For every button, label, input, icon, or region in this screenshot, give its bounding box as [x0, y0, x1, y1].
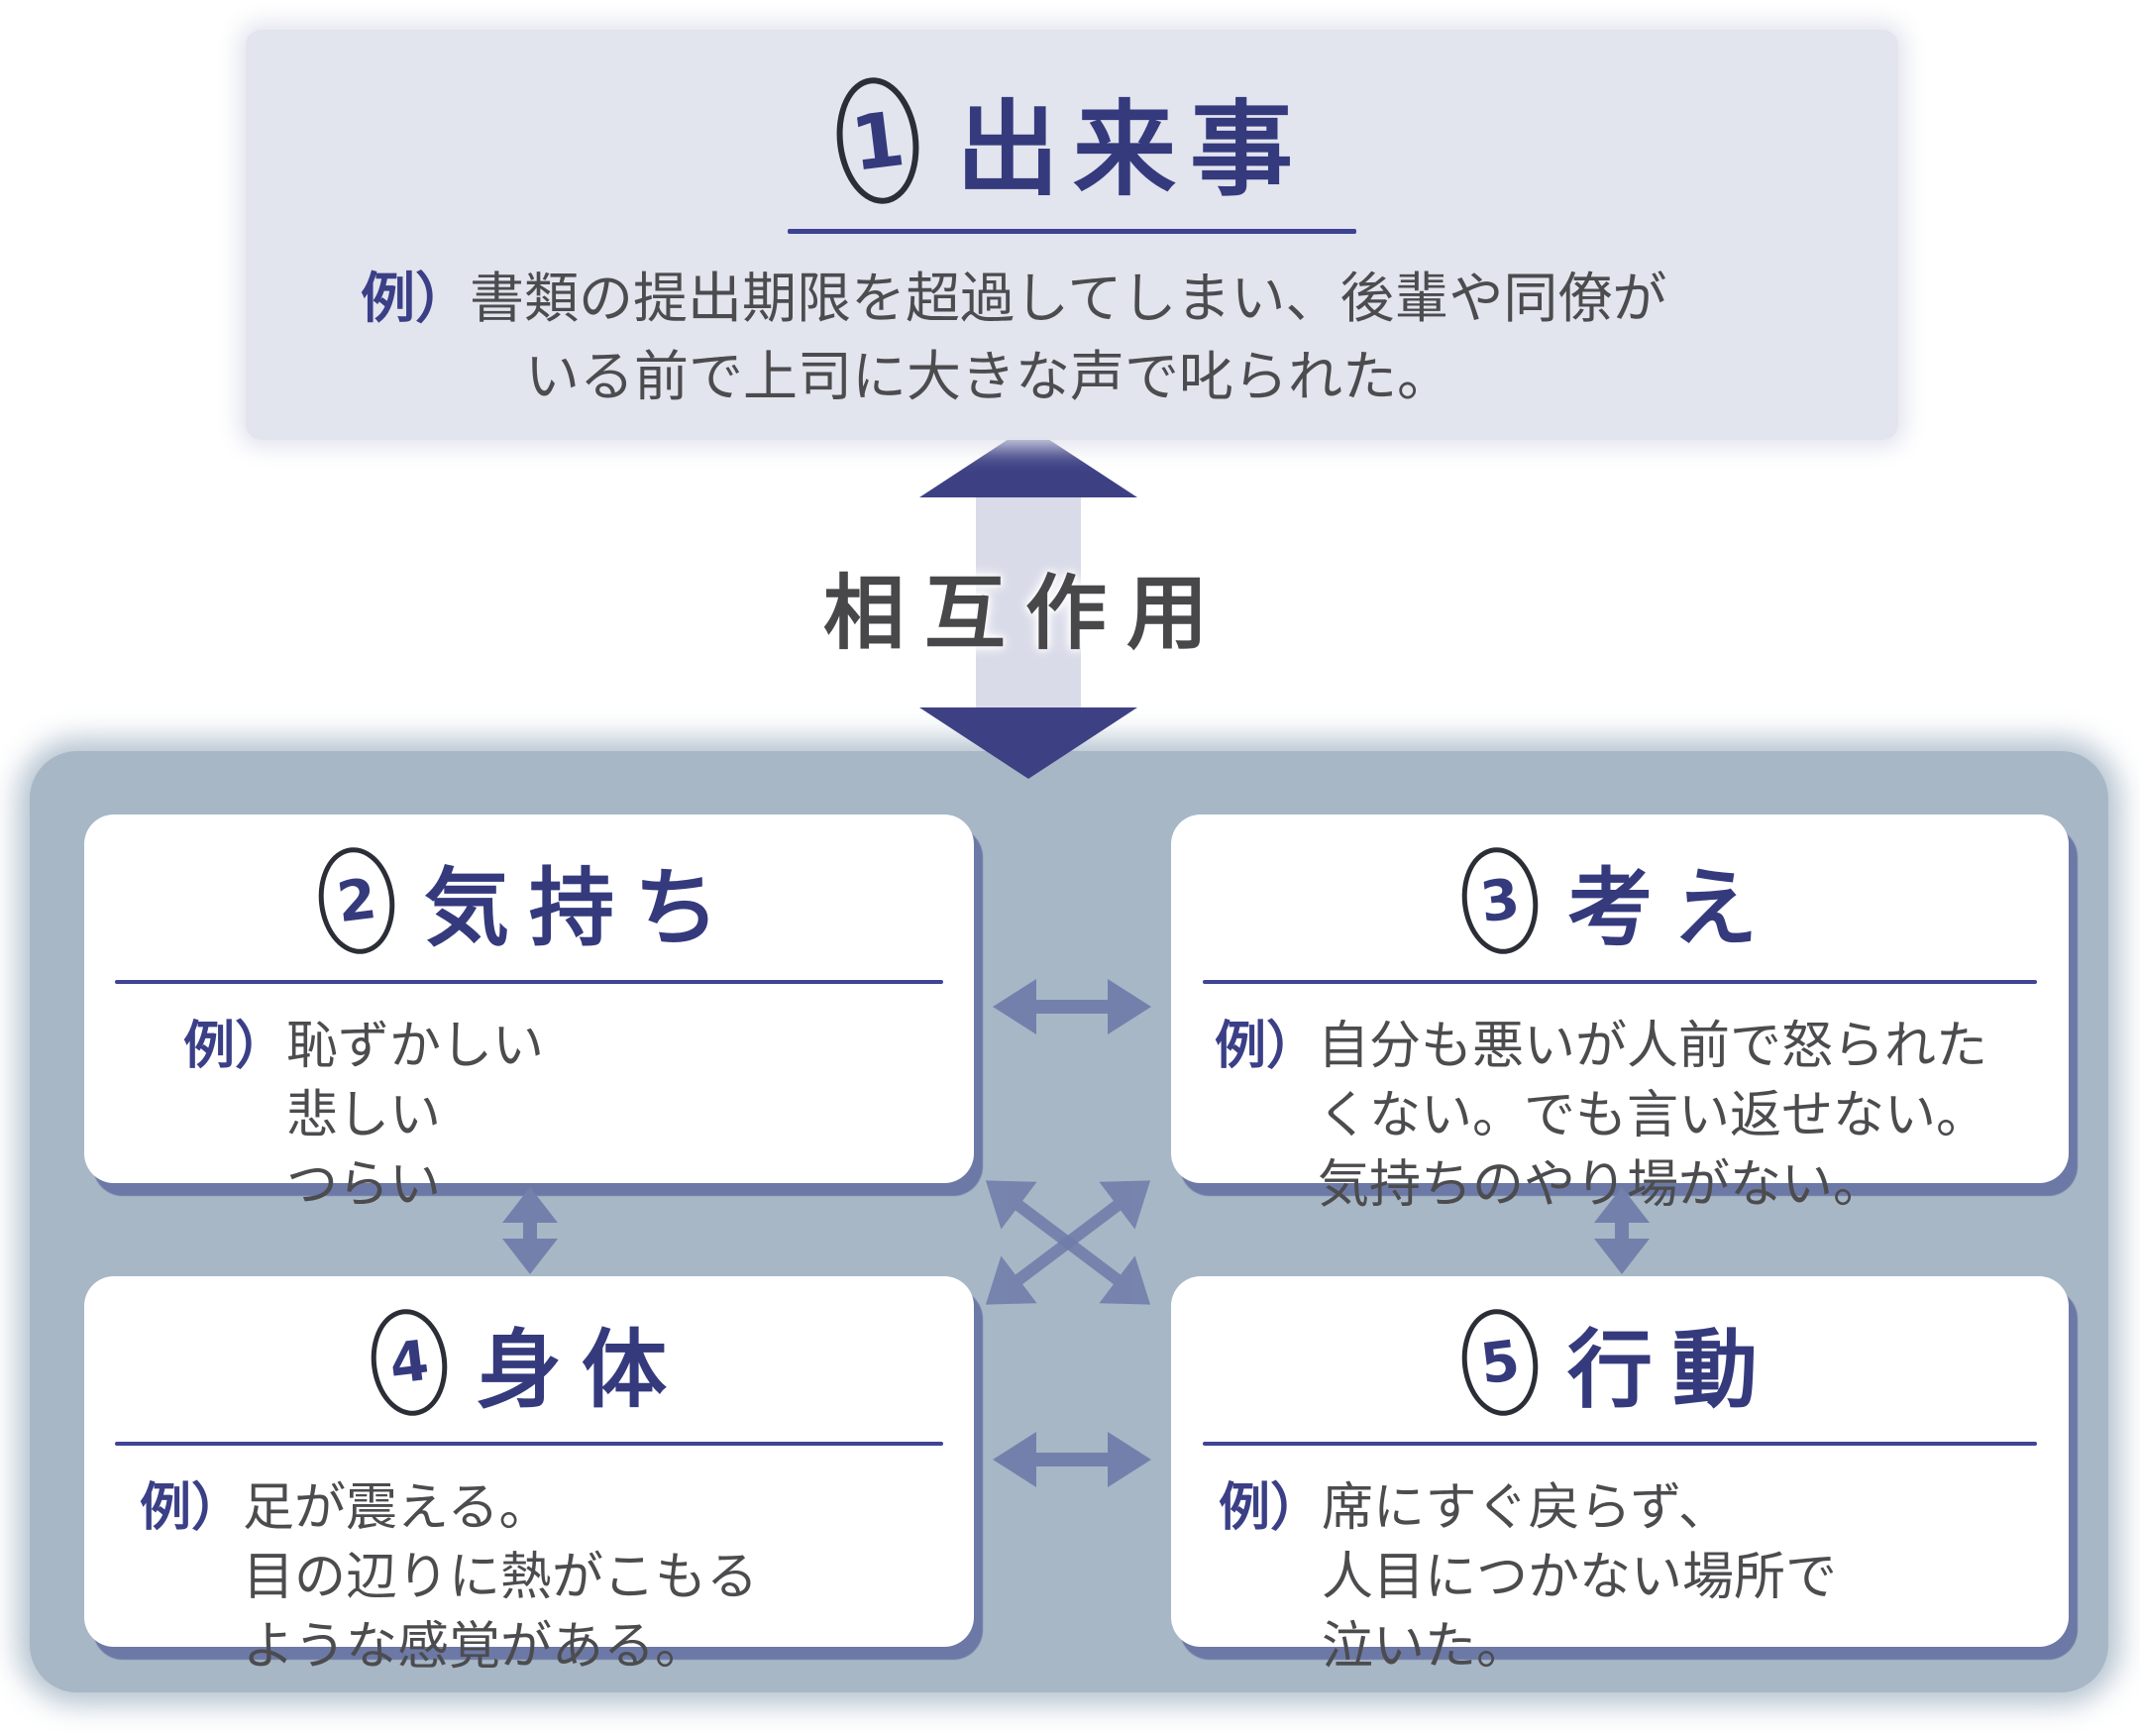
body-box: 4 身体 例） 足が震える。 目の辺りに熱がこもる ような感覚がある。	[84, 1276, 974, 1677]
thoughts-box: 3 考え 例） 自分も悪いが人前で怒られた くない。でも言い返せない。 気持ちの…	[1171, 814, 2069, 1215]
circled-number-2: 2	[312, 842, 401, 958]
event-box: 1 出来事 例） 書類の提出期限を超過してしまい、後輩や同僚が いる前で上司に大…	[246, 30, 1898, 440]
body-number: 4	[385, 1327, 433, 1397]
event-title-underline	[788, 229, 1356, 234]
example-line: 人目につかない場所で	[1322, 1548, 1838, 1607]
circled-number-3: 3	[1455, 842, 1545, 958]
behavior-box: 5 行動 例） 席にすぐ戻らず、 人目につかない場所で 泣いた。	[1171, 1276, 2069, 1677]
example-line: 自分も悪いが人前で怒られた	[1318, 1017, 1988, 1076]
event-example-lines: 書類の提出期限を超過してしまい、後輩や同僚が いる前で上司に大きな声で叱られた。	[470, 260, 1666, 416]
feelings-number: 2	[333, 865, 380, 935]
example-label: 例）	[1215, 1017, 1319, 1076]
behavior-title-underline	[1202, 1442, 2038, 1446]
cross-interaction-arrows-icon	[985, 1180, 1151, 1305]
feelings-body-arrow-icon	[502, 1187, 558, 1274]
behavior-number: 5	[1476, 1327, 1524, 1397]
body-title-row: 4 身体	[84, 1300, 974, 1424]
example-line: くない。でも言い返せない。	[1318, 1086, 1988, 1145]
event-box-title-row: 1 出来事	[246, 65, 1898, 215]
example-line: 悲しい	[286, 1086, 442, 1145]
feelings-example: 例） 恥ずかしい 悲しい つらい	[84, 1012, 974, 1220]
thoughts-title-underline	[1202, 980, 2038, 984]
example-line: ような感覚がある。	[243, 1617, 707, 1677]
example-line: 目の辺りに熱がこもる	[243, 1548, 759, 1607]
feelings-box: 2 気持ち 例） 恥ずかしい 悲しい つらい	[84, 814, 974, 1215]
event-box-number: 1	[846, 93, 910, 187]
circled-number-1: 1	[829, 71, 926, 209]
feelings-title-row: 2 気持ち	[84, 838, 974, 962]
thoughts-number: 3	[1476, 865, 1524, 935]
example-label: 例）	[1219, 1478, 1323, 1538]
example-label: 例）	[183, 1017, 287, 1076]
feelings-title-underline	[115, 980, 943, 984]
body-title: 身体	[477, 1321, 687, 1420]
thoughts-title: 考え	[1567, 859, 1777, 958]
behavior-example-lines: 席にすぐ戻らず、 人目につかない場所で 泣いた。	[1322, 1473, 1837, 1682]
example-line: 席にすぐ戻らず、	[1322, 1478, 1730, 1538]
example-label: 例）	[140, 1478, 244, 1538]
thoughts-example: 例） 自分も悪いが人前で怒られた くない。でも言い返せない。 気持ちのやり場がな…	[1171, 1012, 2069, 1220]
example-line: 気持ちのやり場がない。	[1318, 1155, 1885, 1215]
interaction-label: 相互作用	[822, 567, 1228, 661]
thoughts-behavior-arrow-icon	[1594, 1187, 1650, 1274]
thoughts-example-lines: 自分も悪いが人前で怒られた くない。でも言い返せない。 気持ちのやり場がない。	[1318, 1012, 1987, 1220]
example-line: 泣いた。	[1322, 1617, 1529, 1677]
body-example: 例） 足が震える。 目の辺りに熱がこもる ような感覚がある。	[84, 1473, 974, 1682]
behavior-example: 例） 席にすぐ戻らず、 人目につかない場所で 泣いた。	[1171, 1473, 2069, 1682]
body-title-underline	[115, 1442, 943, 1446]
body-behavior-arrow-icon	[993, 1432, 1151, 1487]
feelings-thoughts-arrow-icon	[993, 979, 1151, 1034]
circled-number-5: 5	[1455, 1304, 1545, 1420]
circled-number-4: 4	[365, 1304, 454, 1420]
thoughts-title-row: 3 考え	[1171, 838, 2069, 962]
example-line: つらい	[286, 1155, 442, 1215]
event-box-title: 出来事	[955, 89, 1307, 210]
example-line: 恥ずかしい	[286, 1017, 545, 1076]
example-line: 足が震える。	[243, 1478, 551, 1538]
example-line: 書類の提出期限を超過してしまい、後輩や同僚が	[470, 267, 1667, 330]
behavior-title-row: 5 行動	[1171, 1300, 2069, 1424]
event-example: 例） 書類の提出期限を超過してしまい、後輩や同僚が いる前で上司に大きな声で叱ら…	[246, 260, 1898, 416]
feelings-title: 気持ち	[424, 859, 739, 958]
example-label: 例）	[361, 267, 471, 330]
body-example-lines: 足が震える。 目の辺りに熱がこもる ような感覚がある。	[243, 1473, 758, 1682]
event-interaction-double-arrow-icon	[919, 426, 1137, 779]
behavior-title: 行動	[1567, 1321, 1777, 1420]
feelings-example-lines: 恥ずかしい 悲しい つらい	[286, 1012, 544, 1220]
example-line: いる前で上司に大きな声で叱られた。	[525, 345, 1452, 408]
